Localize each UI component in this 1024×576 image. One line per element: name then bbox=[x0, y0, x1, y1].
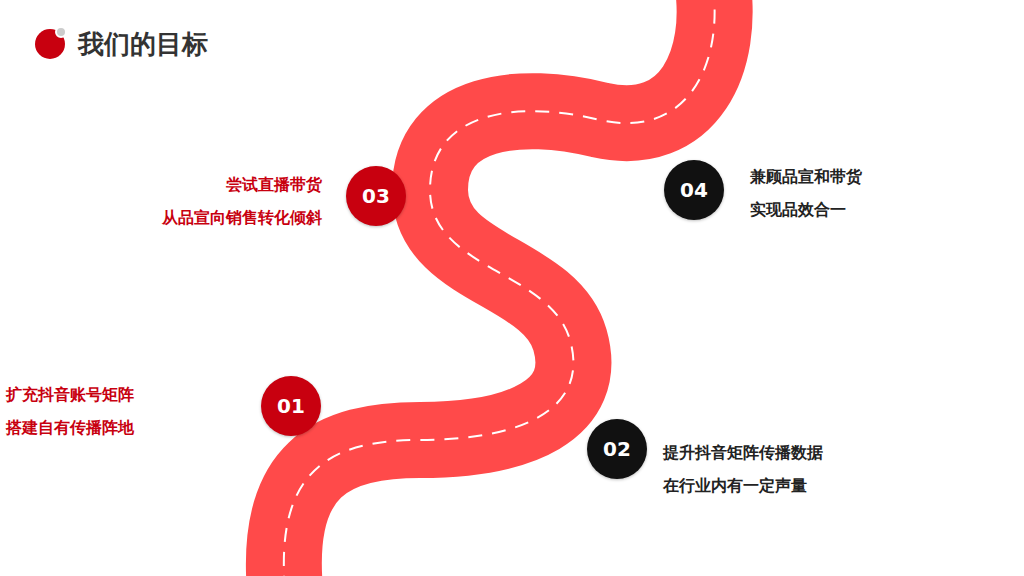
title-icon-dot bbox=[56, 27, 66, 37]
step-description: 尝试直播带货 从品宣向销售转化倾斜 bbox=[162, 168, 322, 234]
step-circle: 01扩充抖音账号矩阵 搭建自有传播阵地 bbox=[261, 376, 321, 436]
step-number: 03 bbox=[346, 166, 406, 226]
step-number: 02 bbox=[587, 419, 647, 479]
step-circle: 02提升抖音矩阵传播数据 在行业内有一定声量 bbox=[587, 419, 647, 479]
step-circle: 04兼顾品宣和带货 实现品效合一 bbox=[664, 160, 724, 220]
road-centerline bbox=[284, 0, 715, 576]
step-description: 扩充抖音账号矩阵 搭建自有传播阵地 bbox=[6, 378, 134, 444]
step-circle: 03尝试直播带货 从品宣向销售转化倾斜 bbox=[346, 166, 406, 226]
step-description: 兼顾品宣和带货 实现品效合一 bbox=[750, 160, 862, 226]
step-number: 04 bbox=[664, 160, 724, 220]
road bbox=[284, 0, 715, 576]
step-number: 01 bbox=[261, 376, 321, 436]
page-title: 我们的目标 bbox=[78, 26, 208, 62]
step-description: 提升抖音矩阵传播数据 在行业内有一定声量 bbox=[663, 436, 823, 502]
